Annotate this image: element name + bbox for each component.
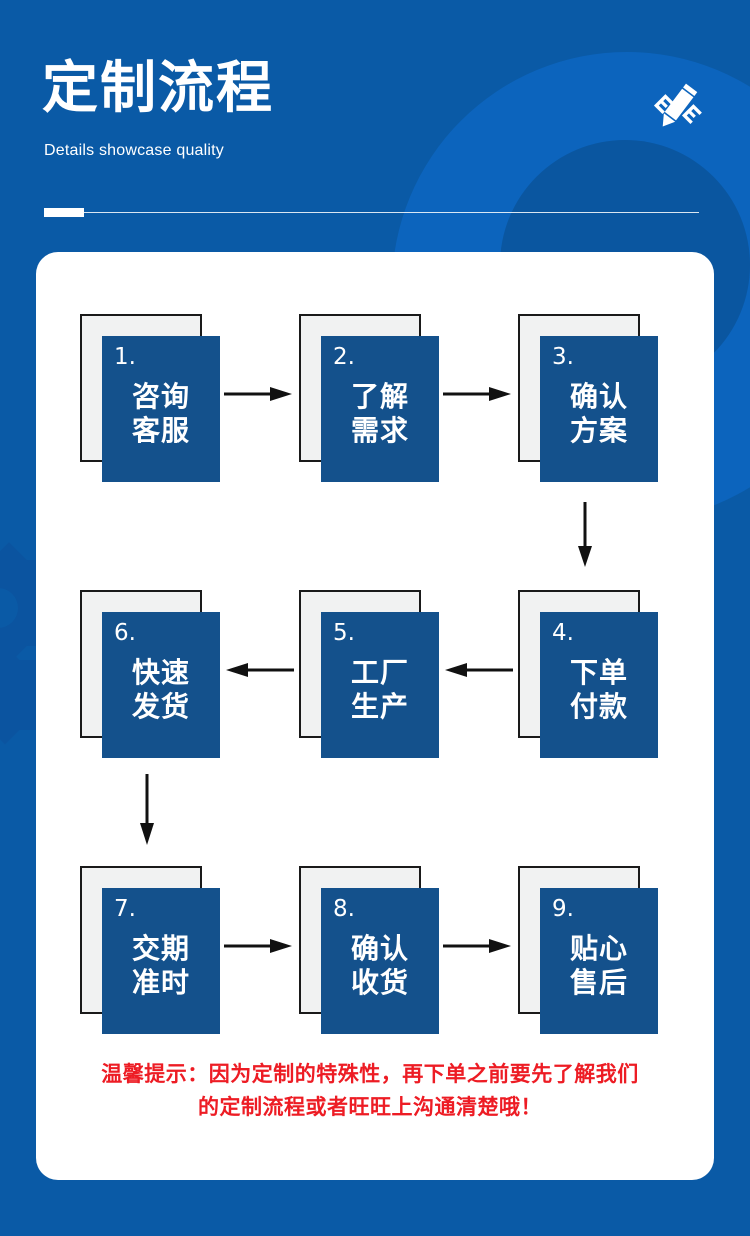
decorative-gear-hole	[0, 588, 18, 628]
step-label-line1: 交期	[131, 932, 190, 965]
step-label: 贴心 售后	[540, 932, 658, 1000]
step-label-line2: 方案	[569, 414, 628, 448]
arrow-7-to-8	[224, 938, 294, 954]
arrow-1-to-2	[224, 386, 294, 402]
divider-line	[44, 212, 699, 213]
arrow-3-to-4	[577, 502, 593, 568]
step-label: 工厂 生产	[321, 656, 439, 724]
flow-panel: 1. 咨询 客服 2. 了解 需求 3. 确认 方案	[36, 252, 714, 1180]
step-label: 确认 收货	[321, 932, 439, 1000]
step-label-line1: 贴心	[569, 932, 628, 965]
step-number: 2.	[333, 344, 355, 370]
arrow-2-to-3	[443, 386, 513, 402]
step-label-line1: 工厂	[350, 656, 409, 689]
step-label-line1: 了解	[350, 380, 409, 413]
step-label-line2: 付款	[569, 690, 628, 724]
step-label-line2: 收货	[350, 966, 409, 1000]
step-number: 7.	[114, 896, 136, 922]
step-number: 3.	[552, 344, 574, 370]
step-label: 交期 准时	[102, 932, 220, 1000]
flow-step-3[interactable]: 3. 确认 方案	[518, 314, 658, 482]
step-card: 5. 工厂 生产	[321, 612, 439, 758]
arrow-8-to-9	[443, 938, 513, 954]
step-label-line2: 售后	[569, 966, 628, 1000]
warm-tip-text: 温馨提示：因为定制的特殊性，再下单之前要先了解我们 的定制流程或者旺旺上沟通清楚…	[60, 1058, 680, 1123]
step-label-line2: 发货	[131, 690, 190, 724]
step-label: 了解 需求	[321, 380, 439, 448]
step-card: 2. 了解 需求	[321, 336, 439, 482]
step-label-line1: 确认	[350, 932, 409, 965]
step-label-line1: 下单	[569, 656, 628, 689]
step-label: 咨询 客服	[102, 380, 220, 448]
flow-step-7[interactable]: 7. 交期 准时	[80, 866, 220, 1034]
step-card: 3. 确认 方案	[540, 336, 658, 482]
flow-step-5[interactable]: 5. 工厂 生产	[299, 590, 439, 758]
step-label-line2: 准时	[131, 966, 190, 1000]
step-card: 1. 咨询 客服	[102, 336, 220, 482]
step-number: 6.	[114, 620, 136, 646]
step-label: 确认 方案	[540, 380, 658, 448]
arrow-6-to-7	[139, 774, 155, 846]
header-divider	[44, 208, 699, 217]
step-number: 4.	[552, 620, 574, 646]
page-subtitle: Details showcase quality	[44, 142, 224, 159]
step-number: 1.	[114, 344, 136, 370]
step-card: 8. 确认 收货	[321, 888, 439, 1034]
step-card: 4. 下单 付款	[540, 612, 658, 758]
step-card: 7. 交期 准时	[102, 888, 220, 1034]
flow-step-6[interactable]: 6. 快速 发货	[80, 590, 220, 758]
flow-step-1[interactable]: 1. 咨询 客服	[80, 314, 220, 482]
flow-step-2[interactable]: 2. 了解 需求	[299, 314, 439, 482]
step-label-line2: 生产	[350, 690, 409, 724]
page-title: 定制流程	[42, 56, 274, 121]
step-label-line1: 快速	[131, 656, 190, 689]
divider-accent-tab	[44, 208, 84, 217]
warm-tip-line1: 温馨提示：因为定制的特殊性，再下单之前要先了解我们	[101, 1062, 639, 1086]
step-card: 9. 贴心 售后	[540, 888, 658, 1034]
warm-tip-line2: 的定制流程或者旺旺上沟通清楚哦！	[198, 1094, 542, 1119]
arrow-5-to-6	[224, 662, 294, 678]
step-number: 5.	[333, 620, 355, 646]
flow-step-8[interactable]: 8. 确认 收货	[299, 866, 439, 1034]
step-number: 8.	[333, 896, 355, 922]
page-header: 定制流程 Details showcase quality	[0, 0, 750, 240]
step-label-line2: 客服	[131, 414, 190, 448]
step-label: 下单 付款	[540, 656, 658, 724]
step-card: 6. 快速 发货	[102, 612, 220, 758]
flow-step-4[interactable]: 4. 下单 付款	[518, 590, 658, 758]
pencil-ruler-icon	[653, 82, 702, 130]
flow-step-9[interactable]: 9. 贴心 售后	[518, 866, 658, 1034]
step-number: 9.	[552, 896, 574, 922]
step-label-line1: 咨询	[131, 380, 190, 413]
step-label-line2: 需求	[350, 414, 409, 448]
step-label: 快速 发货	[102, 656, 220, 724]
step-label-line1: 确认	[569, 380, 628, 413]
arrow-4-to-5	[443, 662, 513, 678]
